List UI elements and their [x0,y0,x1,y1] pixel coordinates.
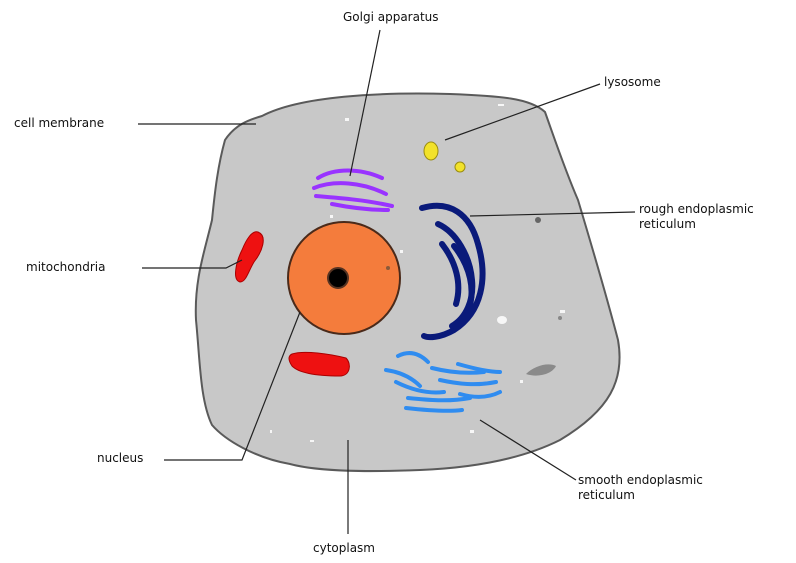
label-lysosome: lysosome [604,75,661,90]
label-rough-er-line2: reticulum [639,217,754,232]
label-smooth-er: smooth endoplasmic reticulum [578,473,703,503]
label-cytoplasm: cytoplasm [313,541,375,556]
label-golgi-apparatus: Golgi apparatus [343,10,439,25]
label-smooth-er-line2: reticulum [578,488,703,503]
label-rough-er-line1: rough endoplasmic [639,202,754,217]
label-smooth-er-line1: smooth endoplasmic [578,473,703,488]
label-cell-membrane: cell membrane [14,116,104,131]
label-mitochondria: mitochondria [26,260,105,275]
nucleus [288,222,400,334]
label-nucleus: nucleus [97,451,143,466]
label-rough-er: rough endoplasmic reticulum [639,202,754,232]
